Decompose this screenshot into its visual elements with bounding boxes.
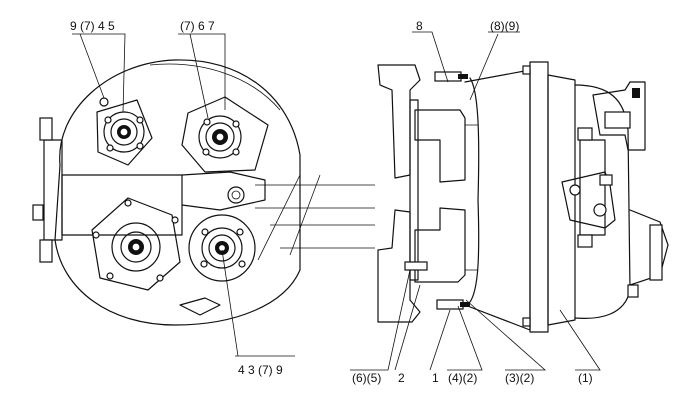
callout-bottom-6: (1) — [578, 371, 593, 385]
motor-body — [574, 84, 631, 319]
bolt-bottom — [436, 299, 464, 310]
callout-top-right-2: (8)(9) — [490, 19, 519, 33]
bell-ribs — [465, 124, 478, 271]
section-diagonal — [257, 174, 301, 261]
bar-arm — [181, 171, 266, 211]
flange-upper-left — [96, 99, 153, 166]
leader-top-left-2 — [178, 33, 226, 110]
bracket-cap-top — [39, 117, 53, 141]
small-plug — [99, 97, 109, 107]
valve-port-1 — [569, 184, 581, 196]
valve-port-2 — [593, 203, 607, 217]
screw-inner — [404, 261, 428, 271]
coupling-slot — [604, 111, 631, 129]
leader-bottom-3 — [429, 309, 451, 371]
bolt-top — [434, 71, 462, 82]
plate-stud-top — [522, 65, 531, 75]
bracket-cap-bottom — [39, 239, 53, 263]
coupling-key — [632, 88, 640, 98]
leader-bottom-2 — [394, 284, 421, 371]
bottom-lug — [179, 297, 221, 316]
leader-top-left-2b — [189, 33, 209, 119]
section-lines — [255, 184, 375, 249]
flange-lower-left — [91, 197, 181, 291]
callout-bottom-left: 4 3 (7) 9 — [238, 363, 283, 377]
leader-lines — [72, 31, 601, 371]
leader-bottom-4 — [447, 305, 483, 371]
arm-bore-inner — [231, 190, 241, 200]
bracket-stud — [32, 204, 44, 221]
plate-stud-bottom — [522, 317, 531, 327]
callout-top-left-1: 9 (7) 4 5 — [70, 19, 115, 33]
leader-bottom-6 — [559, 309, 601, 371]
housing-outline — [54, 59, 301, 326]
motor-neck — [547, 74, 576, 326]
bolt-top-nut — [458, 74, 468, 79]
valve-body — [561, 171, 616, 229]
callout-bottom-4: (4)(2) — [448, 371, 477, 385]
callout-top-right-1: 8 — [416, 19, 423, 33]
leader-top-left-1b — [79, 33, 105, 99]
bolt-bottom-nut — [460, 302, 470, 307]
section-flange-top — [377, 64, 421, 179]
shaft-section — [409, 99, 419, 281]
callout-bottom-1: (6)(5) — [352, 371, 381, 385]
section-diagonal-2 — [289, 174, 321, 256]
callout-bottom-2: 2 — [398, 371, 405, 385]
leader-top-left-1 — [72, 33, 126, 113]
housing-inner-rim — [149, 63, 281, 111]
top-coupling — [592, 81, 646, 151]
fitting-body — [649, 224, 663, 281]
end-view — [32, 59, 375, 326]
gear-block-top — [414, 109, 466, 183]
callout-bottom-5: (3)(2) — [505, 371, 534, 385]
leader-bottom-left-a — [221, 249, 239, 357]
mounting-bar — [61, 174, 183, 236]
flange-lower-right — [188, 214, 256, 282]
gear-block-bottom — [414, 207, 466, 283]
end-plate — [529, 61, 549, 333]
valve-block — [579, 139, 606, 236]
section-view — [377, 61, 669, 333]
section-flange-bottom — [377, 209, 421, 323]
valve-cap-top — [577, 127, 593, 141]
bell-contour — [469, 77, 480, 303]
callout-bottom-3: 1 — [432, 371, 439, 385]
leader-bottom-1 — [350, 269, 411, 371]
arm-bore — [227, 186, 245, 204]
valve-fitting — [599, 174, 613, 186]
leader-top-right-2 — [469, 31, 520, 101]
leader-top-right-1 — [412, 31, 449, 83]
leader-bottom-5 — [465, 299, 547, 371]
callout-top-left-2: (7) 6 7 — [180, 19, 215, 33]
fitting-plug — [627, 284, 639, 298]
valve-cap-bottom — [577, 234, 593, 248]
